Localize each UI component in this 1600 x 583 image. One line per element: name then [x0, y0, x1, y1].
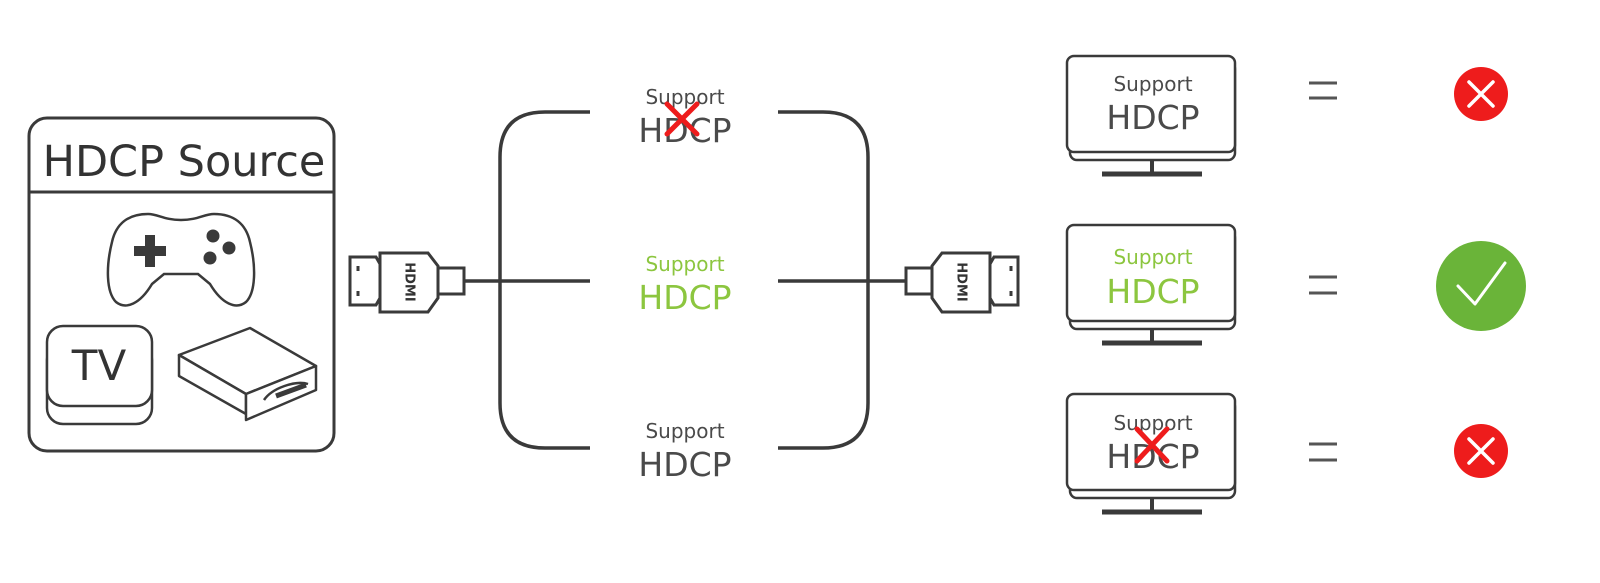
media-player-icon: [177, 326, 318, 422]
display-3: Support HDCP: [1065, 392, 1237, 515]
hdmi-connector-left: HDMI: [348, 251, 466, 314]
cable-3-support: Support: [645, 419, 724, 443]
hdcp-source-box: HDCP Source TV: [27, 116, 336, 453]
source-title: HDCP Source: [43, 137, 326, 187]
hdmi-connector-right: HDMI: [904, 251, 1020, 314]
cable-paths: [464, 110, 906, 450]
hdmi-label-left: HDMI: [402, 262, 417, 301]
equals-icon: [1309, 442, 1337, 462]
equals-icon: [1309, 81, 1337, 100]
equals-icons: [1309, 81, 1337, 462]
result-3-fail-icon: [1454, 424, 1508, 478]
display-2-hdcp: HDCP: [1106, 272, 1199, 311]
result-2-pass-icon: [1436, 241, 1526, 331]
result-1-fail-icon: [1454, 67, 1508, 121]
cable-3-hdcp: HDCP: [638, 445, 731, 484]
cable-label-3: Support HDCP: [638, 419, 731, 484]
cable-label-2: Support HDCP: [638, 252, 731, 317]
cable-1-support: Support: [645, 85, 724, 109]
display-2-support: Support: [1113, 245, 1192, 269]
display-1: Support HDCP: [1065, 54, 1237, 177]
equals-icon: [1309, 275, 1337, 295]
hdmi-label-right: HDMI: [954, 262, 969, 301]
display-3-support: Support: [1113, 411, 1192, 435]
cable-label-1: Support HDCP: [638, 85, 731, 150]
tv-box-icon: TV: [45, 324, 154, 426]
cable-2-support: Support: [645, 252, 724, 276]
monitor-icon: [1065, 54, 1237, 177]
display-1-support: Support: [1113, 72, 1192, 96]
cable-1-cross-icon: [664, 101, 700, 137]
display-1-hdcp: HDCP: [1106, 98, 1199, 137]
monitor-icon: [1065, 223, 1237, 346]
display-3-cross-icon: [1134, 426, 1170, 464]
cable-2-hdcp: HDCP: [638, 278, 731, 317]
display-2: Support HDCP: [1065, 223, 1237, 346]
gamepad-icon: [106, 212, 256, 307]
tv-label: TV: [71, 341, 127, 390]
